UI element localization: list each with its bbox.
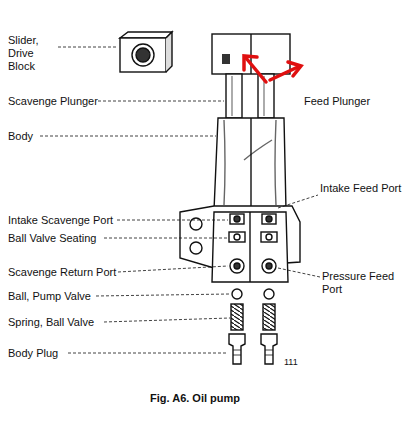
figure-caption: Fig. A6. Oil pump xyxy=(150,392,240,404)
part-label: Ball, Pump Valve xyxy=(8,290,98,303)
figure-number: 111 xyxy=(284,356,314,369)
part-label: Feed Plunger xyxy=(304,95,408,108)
part-label: Body xyxy=(8,130,42,143)
part-label: Spring, Ball Valve xyxy=(8,316,106,329)
part-label: Scavenge Plunger xyxy=(8,95,100,108)
port-label: Pressure Feed Port xyxy=(322,270,406,296)
part-label: Slider, Drive Block xyxy=(8,34,60,73)
port-label: Intake Scavenge Port xyxy=(8,214,118,227)
part-label: Ball Valve Seating xyxy=(8,232,106,245)
port-label: Scavenge Return Port xyxy=(8,266,120,279)
part-label: Body Plug xyxy=(8,347,70,360)
port-label: Intake Feed Port xyxy=(320,182,404,195)
